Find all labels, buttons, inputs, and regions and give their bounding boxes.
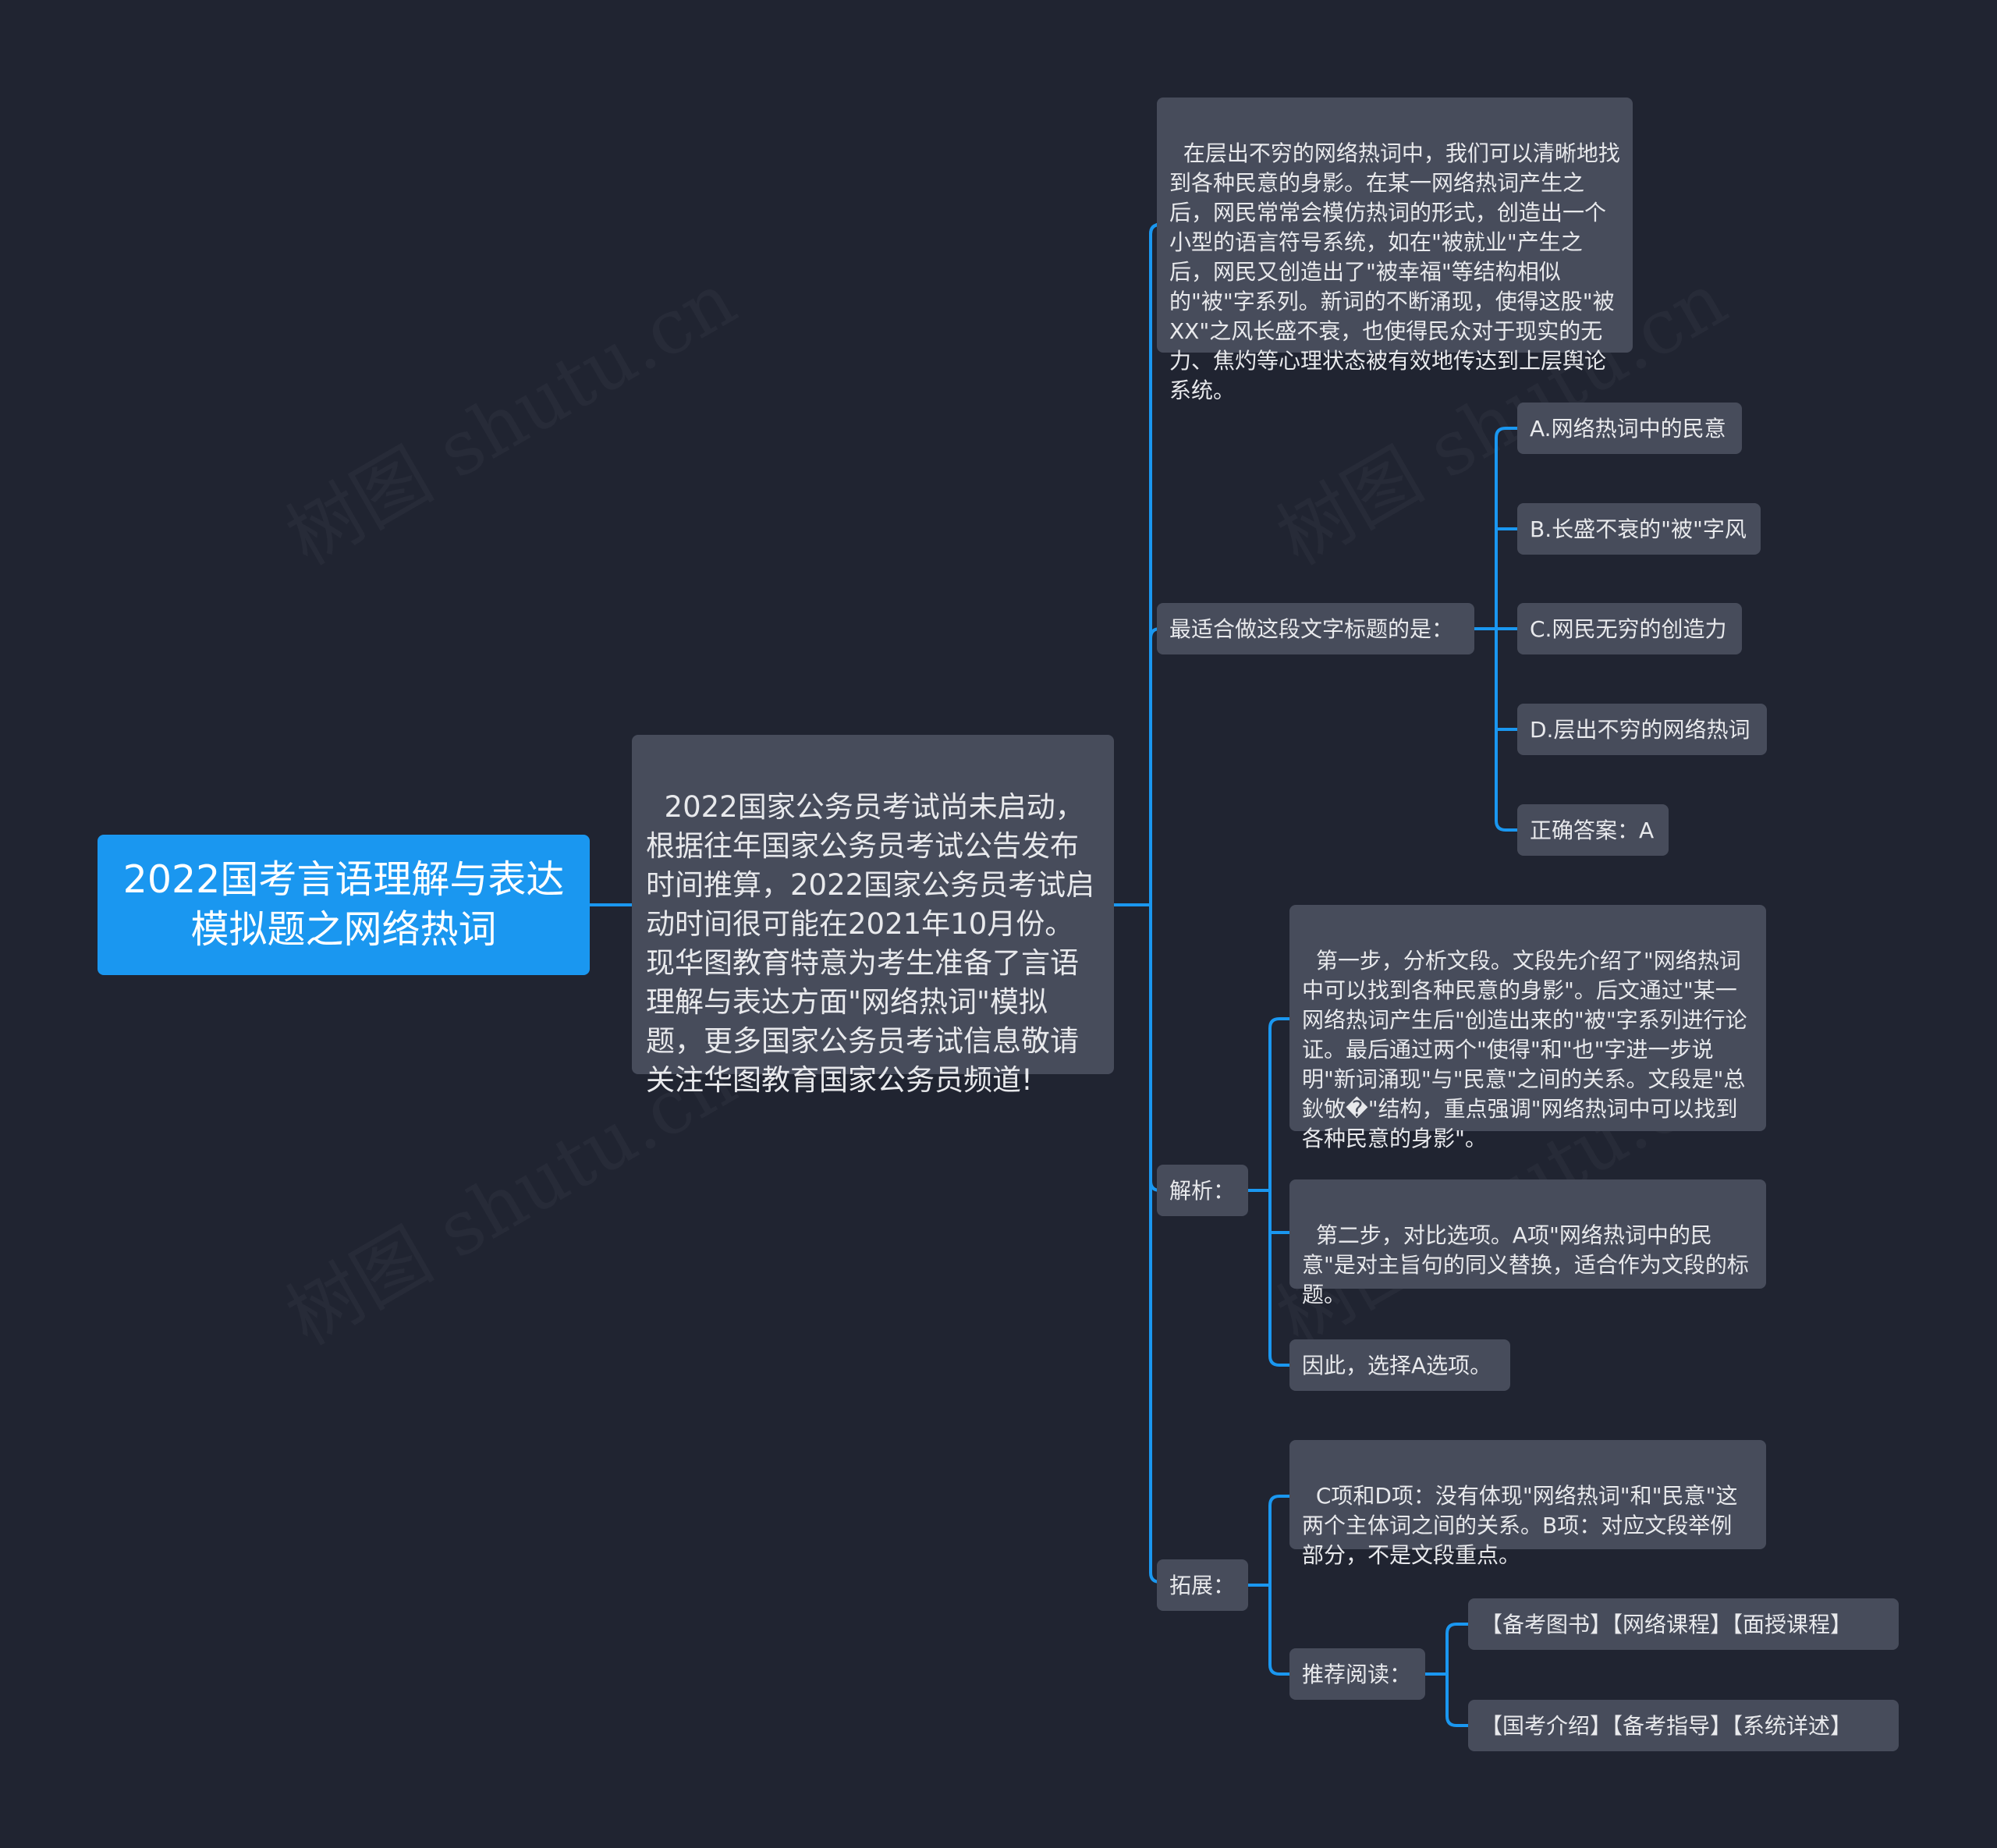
answer-label: 正确答案：A (1530, 818, 1655, 843)
reading-link-1-text: 【备考图书】【网络课程】【面授课程】 (1481, 1612, 1853, 1637)
option-d-node[interactable]: D.层出不穷的网络热词 (1517, 704, 1767, 755)
intro-node[interactable]: 2022国家公务员考试尚未启动，根据往年国家公务员考试公告发布时间推算，2022… (632, 735, 1114, 1097)
intro-text: 2022国家公务员考试尚未启动，根据往年国家公务员考试公告发布时间推算，2022… (646, 790, 1095, 1097)
root-topic-label: 2022国考言语理解与表达模拟题之网络热词 (122, 857, 565, 952)
extension-note-text: C项和D项：没有体现"网络热词"和"民意"这两个主体词之间的关系。B项：对应文段… (1302, 1483, 1738, 1568)
connector-trunk-down (1133, 903, 1162, 1584)
connector-reading-spine (1445, 1623, 1470, 1727)
root-topic[interactable]: 2022国考言语理解与表达模拟题之网络热词 (98, 835, 590, 975)
option-a-label: A.网络热词中的民意 (1530, 416, 1726, 442)
option-d-label: D.层出不穷的网络热词 (1530, 717, 1750, 743)
analysis-step-3-text: 因此，选择A选项。 (1302, 1353, 1492, 1378)
reading-label: 推荐阅读： (1302, 1662, 1412, 1687)
reading-link-2-text: 【国考介绍】【备考指导】【系统详述】 (1481, 1713, 1853, 1739)
connector-extension-spine (1268, 1495, 1291, 1676)
connector-steps-spine (1268, 1017, 1291, 1367)
reading-link-2[interactable]: 【国考介绍】【备考指导】【系统详述】 (1468, 1700, 1899, 1751)
analysis-step-3-node[interactable]: 因此，选择A选项。 (1289, 1339, 1510, 1391)
question-label: 最适合做这段文字标题的是： (1169, 616, 1454, 642)
reading-link-1[interactable]: 【备考图书】【网络课程】【面授课程】 (1468, 1598, 1899, 1650)
passage-text: 在层出不穷的网络热词中，我们可以清晰地找到各种民意的身影。在某一网络热词产生之后… (1169, 140, 1620, 403)
reading-node[interactable]: 推荐阅读： (1289, 1648, 1425, 1700)
analysis-label: 解析： (1169, 1178, 1236, 1204)
extension-label: 拓展： (1169, 1573, 1236, 1598)
answer-node[interactable]: 正确答案：A (1517, 804, 1669, 856)
question-node[interactable]: 最适合做这段文字标题的是： (1157, 603, 1474, 654)
analysis-node[interactable]: 解析： (1157, 1165, 1248, 1216)
extension-note-node[interactable]: C项和D项：没有体现"网络热词"和"民意"这两个主体词之间的关系。B项：对应文段… (1289, 1440, 1766, 1568)
option-b-node[interactable]: B.长盛不衰的"被"字风 (1517, 503, 1761, 555)
option-a-node[interactable]: A.网络热词中的民意 (1517, 403, 1742, 454)
option-b-label: B.长盛不衰的"被"字风 (1530, 516, 1747, 542)
option-c-node[interactable]: C.网民无穷的创造力 (1517, 603, 1742, 654)
connector-options-spine (1495, 427, 1519, 832)
passage-node[interactable]: 在层出不穷的网络热词中，我们可以清晰地找到各种民意的身影。在某一网络热词产生之后… (1157, 98, 1633, 403)
extension-node[interactable]: 拓展： (1157, 1559, 1248, 1611)
option-c-label: C.网民无穷的创造力 (1530, 616, 1727, 642)
analysis-step-2-node[interactable]: 第二步，对比选项。A项"网络热词中的民意"是对主旨句的同义替换，适合作为文段的标… (1289, 1179, 1766, 1307)
analysis-step-1-text: 第一步，分析文段。文段先介绍了"网络热词中可以找到各种民意的身影"。后文通过"某… (1302, 948, 1747, 1151)
analysis-step-1-node[interactable]: 第一步，分析文段。文段先介绍了"网络热词中可以找到各种民意的身影"。后文通过"某… (1289, 905, 1766, 1151)
analysis-step-2-text: 第二步，对比选项。A项"网络热词中的民意"是对主旨句的同义替换，适合作为文段的标… (1302, 1222, 1749, 1307)
